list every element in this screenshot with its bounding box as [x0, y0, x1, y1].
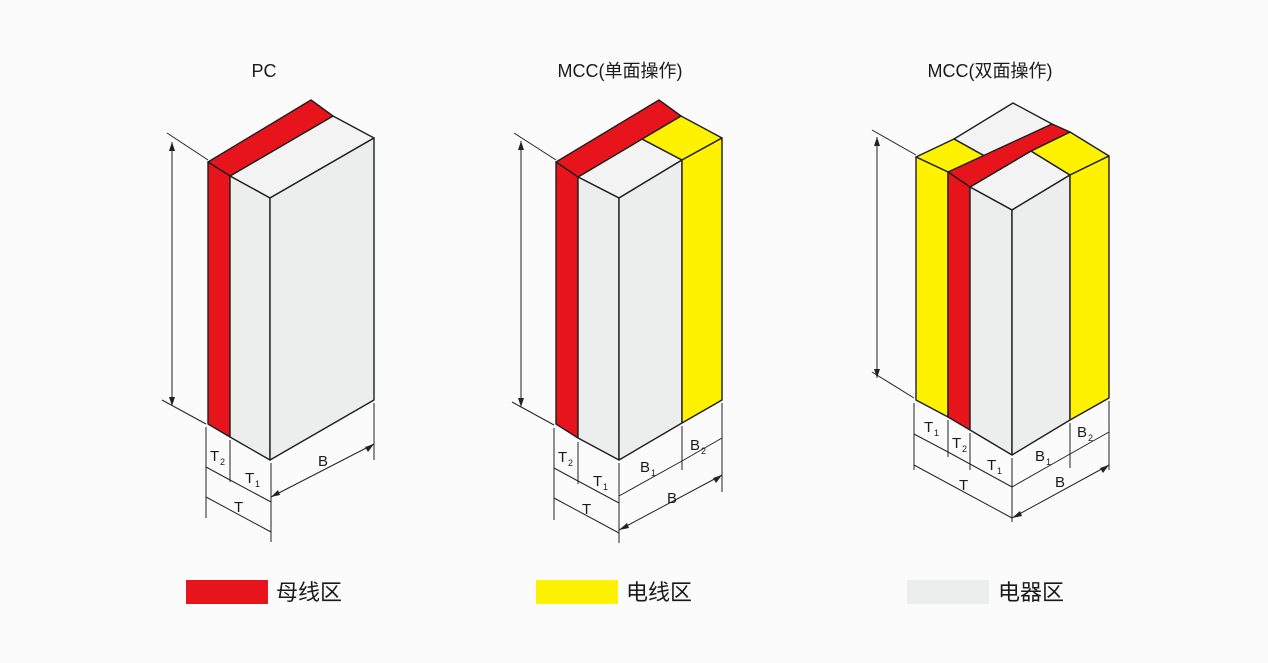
mcc-single-dim-t1: T — [593, 473, 602, 490]
legend-swatch-busbar — [186, 580, 268, 604]
pc-dim-t1-sub: 1 — [255, 479, 260, 489]
mcc-double-front-busbar — [947, 171, 971, 431]
mcc-double-side-device — [1011, 174, 1071, 456]
legend-item-cable: 电线区 — [536, 580, 692, 606]
mcc-double-dim-b1: B — [1035, 448, 1045, 465]
mcc-single-title: MCC(单面操作) — [558, 61, 683, 81]
pc-dim-t1: T — [245, 470, 254, 487]
mcc-double-side-cable — [1069, 155, 1110, 421]
pc-title: PC — [251, 61, 276, 81]
mcc-single-side-cable — [681, 137, 723, 424]
mcc-single-side-device — [618, 159, 683, 461]
pc-dim-b: B — [318, 453, 328, 470]
legend-item-busbar: 母线区 — [186, 580, 342, 606]
mcc-double-dim-b2-sub: 2 — [1088, 433, 1093, 443]
legend-label-busbar: 母线区 — [276, 581, 342, 606]
legend-swatch-cable — [536, 580, 618, 604]
mcc-single-front-busbar — [555, 161, 579, 439]
mcc-single-dim-b1: B — [640, 459, 650, 476]
mcc-double-height-dimension — [871, 129, 917, 399]
mcc-double-title: MCC(双面操作) — [928, 61, 1053, 81]
pc-bottom-dimensions — [205, 403, 375, 542]
legend-swatch-device — [907, 580, 989, 604]
pc-front-busbar — [207, 161, 231, 438]
mcc-double-front-device — [969, 186, 1013, 456]
mcc-double-dim-t1a-sub: 1 — [934, 428, 939, 438]
legend-label-cable: 电线区 — [626, 581, 692, 606]
mcc-single-dim-t1-sub: 1 — [603, 482, 608, 492]
pc-dim-t2-sub: 2 — [220, 457, 225, 467]
legend-label-device: 电器区 — [998, 581, 1064, 606]
mcc-single-dim-b: B — [667, 490, 677, 507]
mcc-single-dim-b2-sub: 2 — [701, 446, 706, 456]
mcc-double-dim-t1a: T — [924, 419, 933, 436]
mcc-single-dim-t: T — [582, 501, 591, 518]
pc-cabinet: PC T 2 T — [161, 61, 375, 542]
mcc-double-dim-t: T — [959, 477, 968, 494]
mcc-double-dim-t1b: T — [987, 457, 996, 474]
mcc-single-dim-b2: B — [690, 437, 700, 454]
mcc-double-dim-t1b-sub: 1 — [997, 466, 1002, 476]
mcc-double-dim-t2-sub: 2 — [962, 444, 967, 454]
legend-item-device: 电器区 — [907, 580, 1064, 606]
mcc-single-dim-t2: T — [558, 449, 567, 466]
mcc-single-cabinet: MCC(单面操作) — [511, 61, 723, 543]
mcc-single-bottom-dimensions — [553, 403, 723, 543]
pc-height-dimension — [161, 132, 209, 425]
mcc-double-dim-b1-sub: 1 — [1046, 457, 1051, 467]
mcc-double-dim-b2: B — [1077, 424, 1087, 441]
pc-front-device — [229, 175, 271, 461]
pc-dim-t2: T — [210, 448, 219, 465]
mcc-double-dim-b: B — [1055, 474, 1065, 491]
pc-dim-t: T — [234, 499, 243, 516]
mcc-double-dim-t2: T — [952, 435, 961, 452]
legend: 母线区 电线区 电器区 — [186, 580, 1064, 606]
mcc-double-bottom-dimensions — [913, 401, 1110, 522]
mcc-single-front-device — [577, 176, 620, 461]
pc-side-device — [269, 137, 375, 461]
mcc-single-height-dimension — [511, 132, 557, 426]
mcc-double-front-cable — [915, 156, 949, 418]
mcc-single-dim-b1-sub: 1 — [651, 468, 656, 478]
mcc-single-dim-t2-sub: 2 — [568, 458, 573, 468]
mcc-double-cabinet: MCC(双面操作) — [871, 61, 1110, 522]
